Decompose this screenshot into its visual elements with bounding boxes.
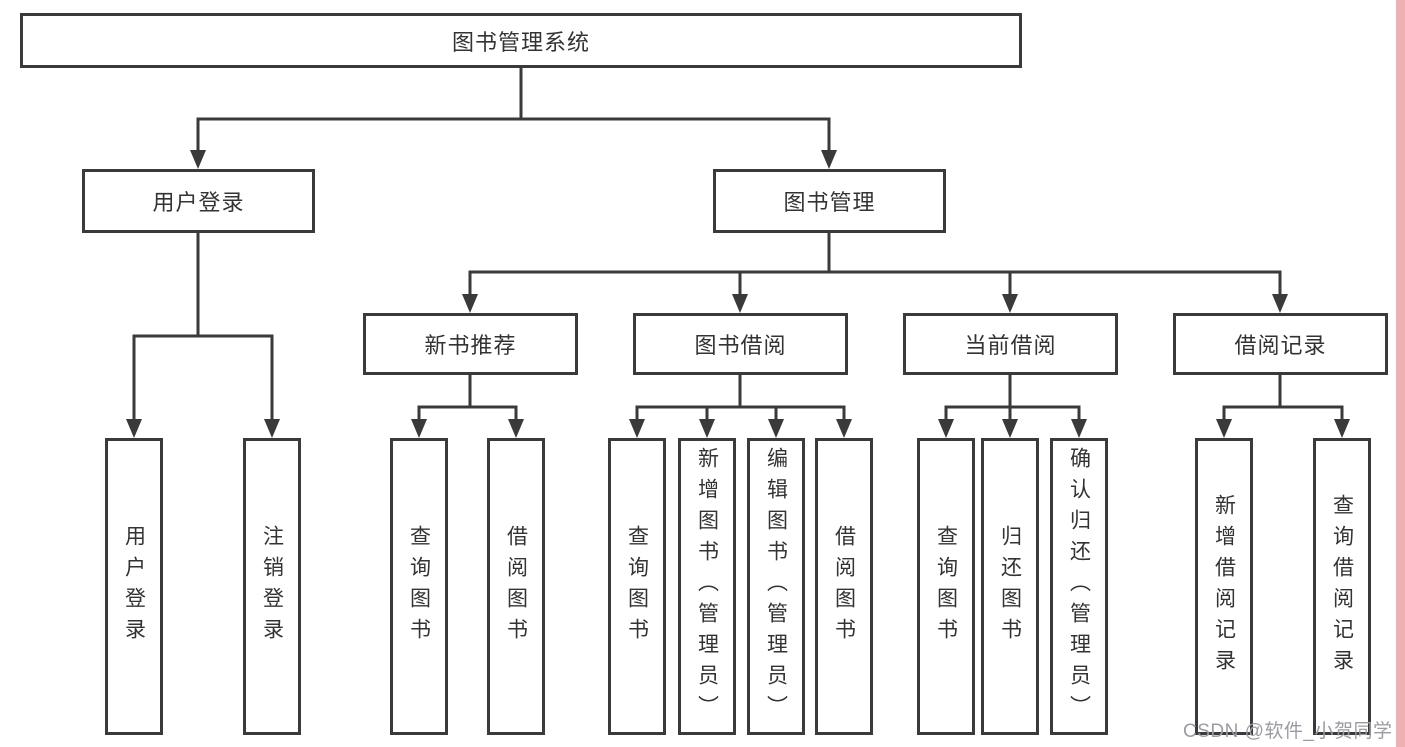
node-borrow-records: 借阅记录 (1173, 313, 1388, 375)
arrow-leaf-8 (836, 419, 852, 438)
node-book-borrow: 图书借阅 (633, 313, 848, 375)
node-book-management: 图书管理 (713, 169, 946, 233)
node-label: 用户登录 (152, 190, 245, 215)
arrow-l3-3 (1002, 294, 1018, 313)
node-label: 图书管理系统 (451, 29, 590, 55)
arrow-leaf-9 (938, 419, 954, 438)
node-label: 新增借阅记录 (1212, 493, 1236, 680)
arrow-leaf-5 (629, 419, 645, 438)
arrowheads (126, 150, 1350, 438)
leaf-query-books-1: 查询图书 (390, 438, 448, 735)
node-label: 查询图书 (934, 524, 958, 649)
node-label: 编辑图书（管理员） (764, 447, 788, 726)
node-label: 借阅记录 (1234, 333, 1327, 358)
leaf-query-borrow-record: 查询借阅记录 (1313, 438, 1371, 735)
arrow-leaf-12 (1216, 419, 1232, 438)
leaf-query-books-3: 查询图书 (917, 438, 975, 735)
node-label: 用户登录 (122, 524, 146, 649)
node-label: 借阅图书 (504, 524, 528, 649)
arrow-leaf-2 (264, 419, 280, 438)
node-label: 借阅图书 (832, 524, 856, 649)
leaf-borrow-books-1: 借阅图书 (487, 438, 545, 735)
right-edge-strip (1396, 0, 1405, 747)
arrow-leaf-1 (126, 419, 142, 438)
node-label: 查询借阅记录 (1330, 493, 1354, 680)
arrow-leaf-10 (1002, 419, 1018, 438)
arrow-login (190, 150, 206, 169)
node-label: 归还图书 (998, 524, 1022, 649)
leaf-user-login: 用户登录 (105, 438, 163, 735)
leaf-borrow-books-2: 借阅图书 (815, 438, 873, 735)
node-new-book-recommend: 新书推荐 (363, 313, 578, 375)
leaf-add-borrow-record: 新增借阅记录 (1195, 438, 1253, 735)
arrow-books (821, 150, 837, 169)
leaf-query-books-2: 查询图书 (608, 438, 666, 735)
arrow-l3-4 (1272, 294, 1288, 313)
leaf-return-books: 归还图书 (981, 438, 1039, 735)
node-user-login: 用户登录 (82, 169, 315, 233)
node-label: 查询图书 (625, 524, 649, 649)
node-label: 新增图书（管理员） (695, 447, 719, 726)
leaf-logout: 注销登录 (243, 438, 301, 735)
arrow-l3-1 (462, 294, 478, 313)
arrow-leaf-6 (699, 419, 715, 438)
arrow-leaf-7 (768, 419, 784, 438)
csdn-watermark: CSDN @软件_小贺同学 (1183, 721, 1393, 742)
node-label: 确认归还（管理员） (1067, 447, 1091, 726)
node-label: 查询图书 (407, 524, 431, 649)
leaf-confirm-return-admin: 确认归还（管理员） (1050, 438, 1108, 735)
node-label: 图书管理 (783, 190, 876, 215)
leaf-edit-books-admin: 编辑图书（管理员） (747, 438, 805, 735)
node-label: 当前借阅 (964, 333, 1057, 358)
node-label: 新书推荐 (424, 333, 517, 358)
arrow-l3-2 (732, 294, 748, 313)
node-current-borrow: 当前借阅 (903, 313, 1118, 375)
node-label: 图书借阅 (694, 333, 787, 358)
arrow-leaf-3 (411, 419, 427, 438)
arrow-leaf-4 (508, 419, 524, 438)
node-label: 注销登录 (260, 524, 284, 649)
leaf-add-books-admin: 新增图书（管理员） (678, 438, 736, 735)
arrow-leaf-13 (1334, 419, 1350, 438)
node-root-library-system: 图书管理系统 (20, 13, 1022, 68)
arrow-leaf-11 (1071, 419, 1087, 438)
